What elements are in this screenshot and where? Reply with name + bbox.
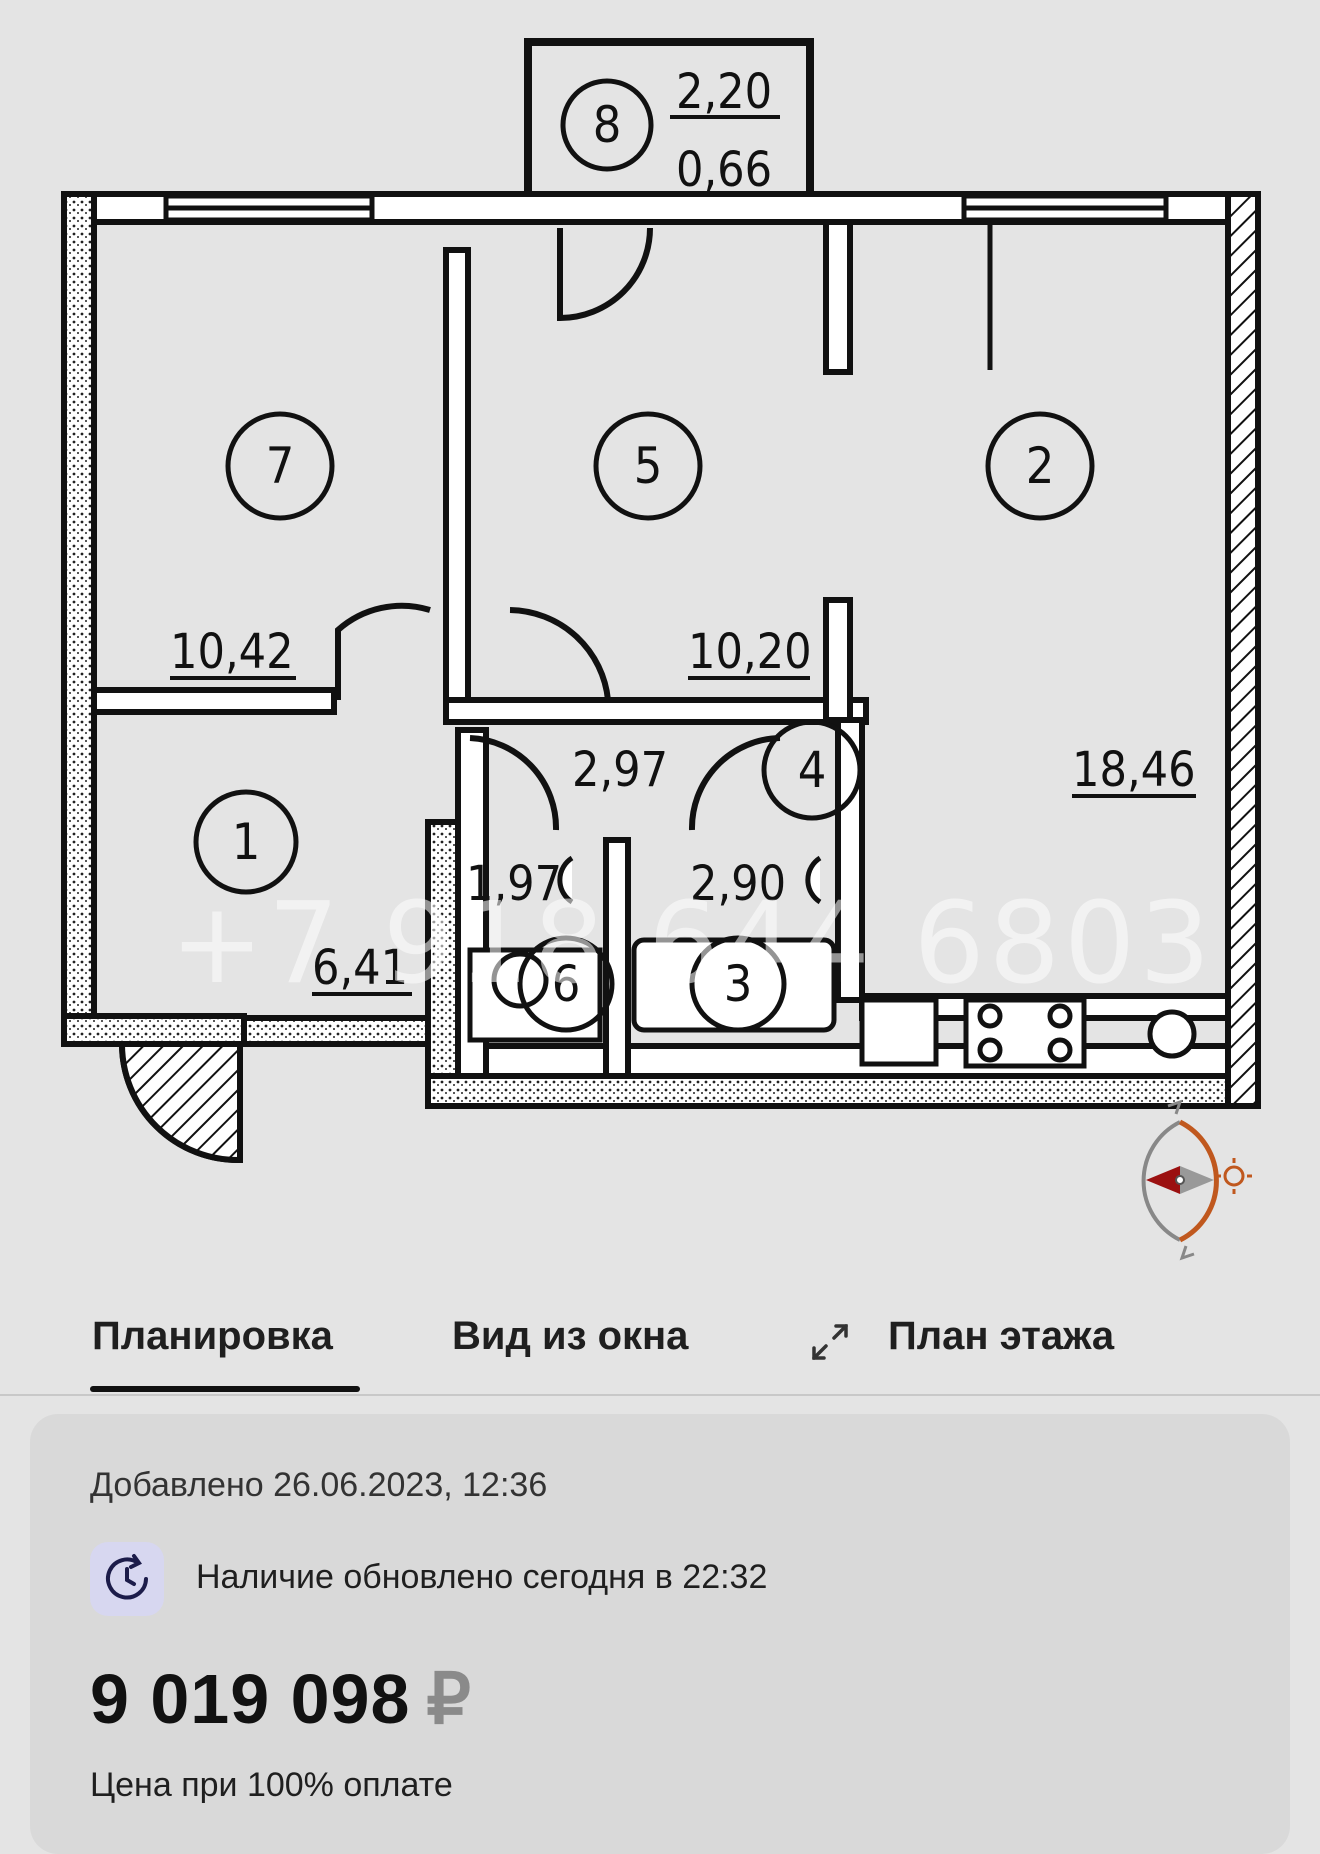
- room-number: 7: [266, 437, 295, 495]
- outer-walls: [61, 191, 1261, 1109]
- room-number: 5: [634, 437, 663, 495]
- room-2: 2 18,46: [985, 411, 1196, 798]
- interior-walls: [91, 219, 1231, 1079]
- fixtures: [467, 855, 1197, 1069]
- room-number: 4: [798, 741, 827, 799]
- added-date: Добавлено 26.06.2023, 12:36: [90, 1466, 548, 1504]
- room-number: 6: [552, 955, 581, 1013]
- room-3: 3 2,90: [689, 856, 787, 1033]
- floor-plan: 8 2,20 0,66: [61, 38, 1261, 1261]
- tab-bar: Планировка Вид из окна План этажа: [0, 1290, 1320, 1396]
- room-area: 10,20: [688, 624, 812, 680]
- room-number-circle: [560, 78, 654, 172]
- room-5: 5 10,20: [593, 411, 812, 680]
- room-area: 1,97: [466, 856, 562, 912]
- tab-floor-plan[interactable]: План этажа: [888, 1314, 1115, 1358]
- phone-watermark: +7 918 644 6803: [170, 879, 1214, 1009]
- room-area: 10,42: [170, 624, 294, 680]
- room-area: 2,90: [690, 856, 786, 912]
- windows: [163, 193, 1169, 223]
- room-area: 2,97: [572, 742, 668, 798]
- room-1: 1 6,41: [193, 789, 412, 996]
- expand-icon[interactable]: [808, 1320, 852, 1364]
- price-note: Цена при 100% оплате: [90, 1766, 453, 1804]
- room-7: 7 10,42: [170, 411, 335, 680]
- room-area: 6,41: [312, 940, 408, 996]
- price-value: 9 019 098: [90, 1660, 411, 1738]
- availability-icon-badge: [90, 1542, 164, 1616]
- balcony-area-bottom: 0,66: [676, 142, 772, 198]
- room-number: 3: [724, 955, 753, 1013]
- room-number: 8: [593, 96, 622, 154]
- active-tab-indicator: [90, 1386, 360, 1392]
- room-number: 2: [1026, 437, 1055, 495]
- compass-icon: [1141, 1099, 1252, 1261]
- room-area: 18,46: [1072, 742, 1196, 798]
- listing-info-card: Добавлено 26.06.2023, 12:36 Наличие обно…: [30, 1414, 1290, 1854]
- room-4: 4 2,97: [572, 719, 863, 821]
- currency-symbol: ₽: [426, 1660, 472, 1738]
- doors: [118, 227, 781, 1164]
- tab-layout[interactable]: Планировка: [92, 1314, 333, 1358]
- price: 9 019 098₽: [90, 1658, 472, 1740]
- tab-window-view[interactable]: Вид из окна: [452, 1314, 689, 1358]
- balcony-8: 8 2,20 0,66: [524, 38, 814, 206]
- clock-refresh-icon: [106, 1554, 148, 1600]
- room-number: 1: [232, 813, 261, 871]
- availability-status: Наличие обновлено сегодня в 22:32: [196, 1558, 768, 1596]
- room-6: 6 1,97: [466, 856, 615, 1033]
- balcony-area-top: 2,20: [676, 64, 772, 120]
